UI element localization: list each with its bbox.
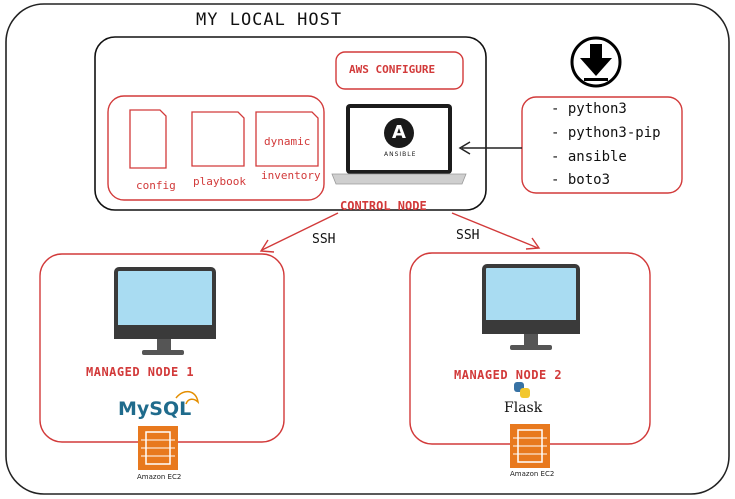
managed-node-1-label: MANAGED NODE 1 (86, 365, 195, 379)
python-icon (514, 382, 530, 398)
ansible-brand: ANSIBLE (384, 151, 417, 158)
package-item: - python3 (551, 101, 627, 117)
mysql-logo: MySQL (118, 398, 192, 420)
inventory-label: inventory (261, 169, 321, 182)
playbook-label: playbook (193, 175, 246, 188)
config-label: config (136, 179, 176, 192)
files-group-box (107, 95, 325, 201)
local-host-border (5, 3, 730, 495)
ssh-label-right: SSH (456, 228, 480, 243)
monitor-1-icon (114, 267, 216, 355)
ssh-label-left: SSH (312, 232, 336, 247)
local-host-title: MY LOCAL HOST (196, 10, 343, 30)
ec2-icon-2 (510, 424, 550, 468)
package-item: - boto3 (551, 172, 611, 188)
mysql-dolphin-icon (175, 390, 200, 405)
ansible-laptop (331, 104, 467, 185)
aws-configure-label: AWS CONFIGURE (349, 63, 436, 76)
ec2-caption-1: Amazon EC2 (137, 473, 182, 481)
config-file-icon (129, 109, 167, 169)
package-item: - ansible (551, 149, 627, 165)
packages-box (521, 96, 683, 194)
ssh-arrow-left (261, 212, 339, 251)
flask-logo: Flask (504, 400, 543, 416)
aws-configure-box (335, 51, 464, 90)
monitor-2-icon (482, 264, 580, 350)
package-item: - python3-pip (551, 125, 661, 141)
playbook-file-icon (191, 111, 245, 167)
managed-node-2-label: MANAGED NODE 2 (454, 368, 563, 382)
inventory-file-icon (255, 111, 319, 167)
ec2-icon-1 (138, 426, 178, 470)
ec2-caption-2: Amazon EC2 (510, 470, 555, 478)
control-node-box (94, 36, 487, 211)
dynamic-label: dynamic (264, 135, 311, 148)
ssh-arrow-right (451, 212, 539, 249)
ansible-logo-icon (384, 118, 414, 148)
control-node-label: CONTROL NODE (340, 199, 427, 213)
download-icon (570, 36, 622, 88)
ansible-logo-letter: A (392, 122, 406, 143)
